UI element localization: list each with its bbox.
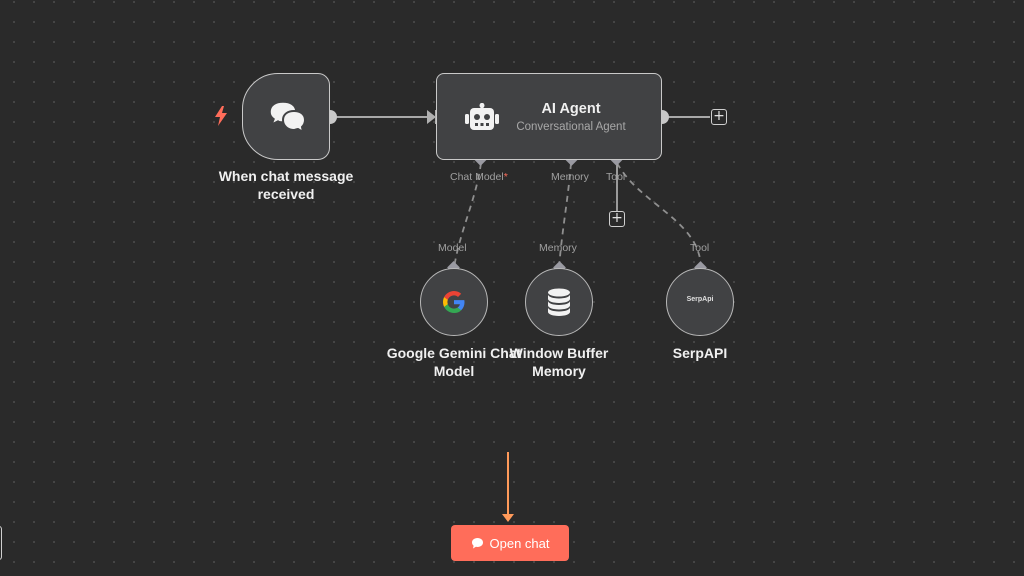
chat-bubbles-icon — [269, 101, 307, 134]
side-panel-toggle[interactable] — [0, 526, 2, 560]
google-gemini-label: Google Gemini Chat Model — [386, 345, 522, 379]
google-g-icon — [443, 291, 465, 313]
tool-port-label: Tool — [606, 171, 626, 183]
ai-agent-node[interactable] — [436, 73, 662, 160]
window-buffer-memory-node[interactable] — [525, 268, 593, 336]
serpapi-logo: SerpApi — [686, 296, 714, 303]
window-buffer-memory-label: Window Buffer Memory — [509, 345, 609, 379]
trigger-node[interactable] — [242, 73, 330, 160]
lightning-icon — [215, 106, 227, 126]
google-gemini-node[interactable] — [420, 268, 488, 336]
model-input-label: Model — [438, 242, 467, 254]
chat-model-port-label: Chat Model* — [450, 171, 508, 183]
robot-icon — [465, 103, 499, 130]
agent-input-handle — [427, 110, 436, 124]
memory-port-label: Memory — [551, 171, 589, 183]
add-node-after-agent-button[interactable]: + — [711, 109, 727, 125]
serpapi-node[interactable]: SerpApi — [666, 268, 734, 336]
chat-icon — [471, 538, 483, 549]
ai-agent-title: AI Agent — [541, 101, 601, 117]
open-chat-button[interactable]: Open chat — [451, 525, 569, 561]
database-icon — [548, 288, 570, 316]
trigger-node-label: When chat message received — [218, 168, 354, 202]
tool-input-label: Tool — [690, 242, 710, 254]
memory-input-label: Memory — [539, 242, 577, 254]
open-chat-label: Open chat — [489, 535, 550, 551]
ai-agent-subtitle: Conversational Agent — [516, 121, 626, 133]
serpapi-label: SerpAPI — [672, 345, 728, 361]
tool-connection — [616, 162, 702, 269]
add-tool-button[interactable]: + — [609, 211, 625, 227]
